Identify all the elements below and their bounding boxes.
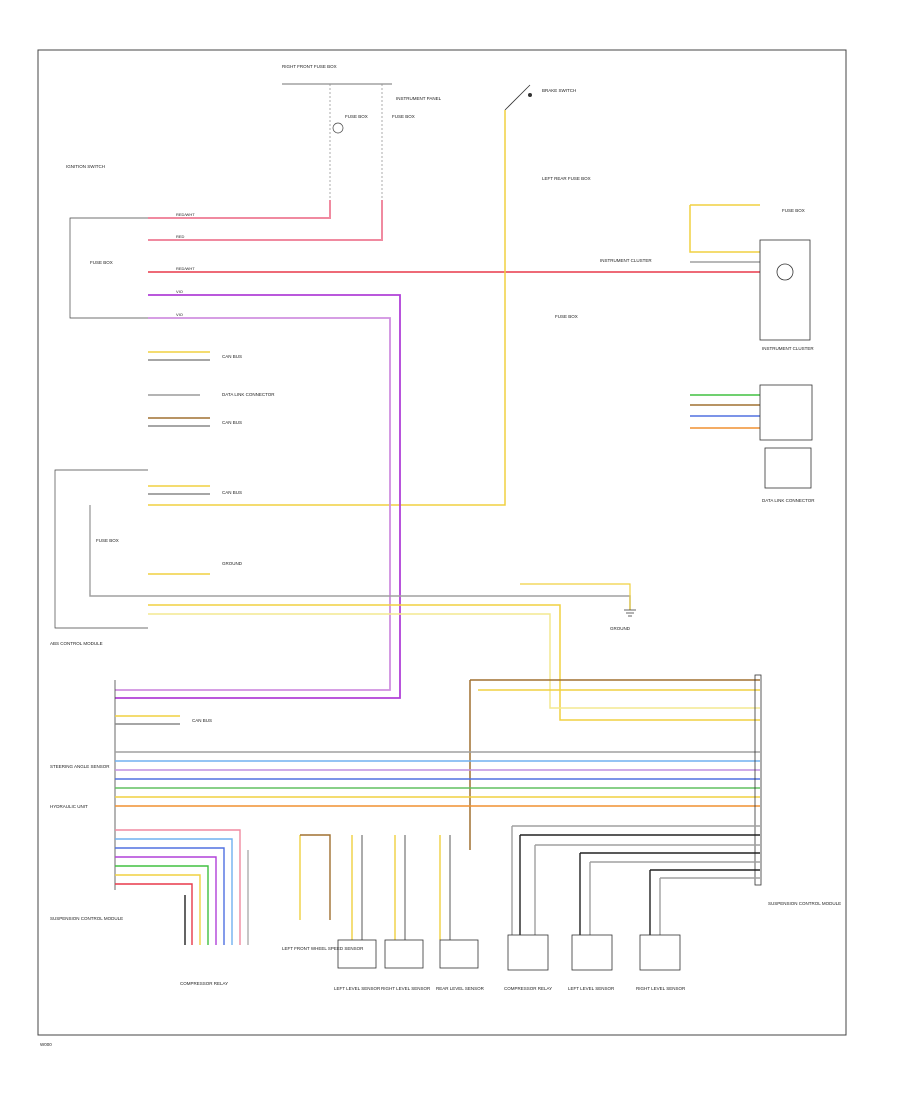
left-front-wss-label: LEFT FRONT WHEEL SPEED SENSOR [282, 946, 364, 951]
footer-code: W000 [40, 1042, 52, 1047]
valve-box-3 [639, 934, 681, 971]
lh-wire-red [115, 883, 193, 895]
cluster-lamp-symbol [776, 263, 794, 281]
mm-can-label: CAN BUS [192, 718, 212, 723]
brake-switch-label: BRAKE SWITCH [542, 88, 576, 93]
suspension-module-label-right: SUSPENSION CONTROL MODULE [768, 901, 841, 906]
rear-level-sensor-label: REAR LEVEL SENSOR [436, 986, 485, 991]
wire-violet-2 [115, 317, 391, 691]
front-fuse-box-label: RIGHT FRONT FUSE BOX [282, 64, 337, 69]
cluster-name: INSTRUMENT CLUSTER [762, 346, 814, 351]
rear-level-sensor-box [439, 939, 479, 969]
wire-yellow-mid-2 [148, 613, 760, 709]
level-sensors-group: LEFT FRONT WHEEL SPEED SENSOR LEFT LEVEL… [282, 834, 485, 991]
vw-gray-4 [659, 877, 760, 935]
main-module-group: ABS CONTROL MODULE CAN BUS STEERING ANGL… [50, 641, 762, 890]
dl-connector [759, 384, 813, 441]
lh-wire-violet [115, 856, 217, 895]
left-rear-fuse-label: LEFT REAR FUSE BOX [542, 176, 591, 181]
fuse-label-text-1: FUSE BOX [345, 114, 368, 119]
lh-wire-lightblue [115, 838, 233, 895]
diagram-frame [37, 49, 847, 1036]
wire-red-2 [148, 200, 383, 241]
cluster-fuse-label: FUSE BOX [782, 208, 805, 213]
cluster-connector [759, 239, 811, 341]
valve-box-1 [507, 934, 549, 971]
vw-gray-2 [534, 844, 760, 935]
data-link-label: DATA LINK CONNECTOR [222, 392, 275, 397]
wire-label-red-1: RED [176, 234, 185, 239]
wire-label-red-wht-1: RED/WHT [176, 212, 195, 217]
valve-label-2: LEFT LEVEL SENSOR [568, 986, 615, 991]
left-level-sensor-label: LEFT LEVEL SENSOR [334, 986, 381, 991]
switch-contact [528, 93, 532, 97]
wire-yellow-ground [520, 583, 631, 610]
valve-group: COMPRESSOR RELAY LEFT LEVEL SENSOR RIGHT… [504, 825, 841, 991]
lh-wire-yellow [115, 874, 201, 895]
can-bus-label-1: CAN BUS [222, 354, 242, 359]
data-link-group: DATA LINK CONNECTOR [690, 384, 815, 503]
right-connector-strip [754, 674, 762, 886]
wire-violet-1 [115, 294, 401, 699]
dl-module [764, 447, 812, 489]
ground-symbol [624, 609, 636, 617]
valve-label-1: COMPRESSOR RELAY [504, 986, 552, 991]
vw-gray-3 [589, 861, 760, 935]
instrument-panel-label: INSTRUMENT PANEL [396, 96, 442, 101]
right-level-sensor-box [384, 939, 424, 969]
compressor-relay-label: COMPRESSOR RELAY [180, 981, 228, 986]
top-switch-group: BRAKE SWITCH LEFT REAR FUSE BOX [504, 84, 591, 181]
wire-label-vio-2: VIO [176, 312, 183, 317]
abs-module-label: ABS CONTROL MODULE [50, 641, 103, 646]
can-bus-label-2: CAN BUS [222, 420, 242, 425]
wire-gray-mid [89, 590, 631, 610]
top-fuse-box-group: RIGHT FRONT FUSE BOX FUSE BOX FUSE BOX I… [282, 64, 442, 200]
wire-red-1 [148, 200, 331, 219]
wire-yellow-switch [148, 110, 506, 506]
vw-black-3 [649, 869, 760, 935]
vw-black-1 [519, 834, 760, 935]
valve-label-3: RIGHT LEVEL SENSOR [636, 986, 686, 991]
left-level-sensor-box [337, 939, 377, 969]
cluster-wire-yellow [689, 205, 760, 253]
note-label: FUSE BOX [555, 314, 578, 319]
ground-label-right: GROUND [610, 626, 631, 631]
instrument-cluster-note: INSTRUMENT CLUSTER [600, 258, 652, 263]
lh-wire-pink [115, 829, 241, 895]
short-connector-group: CAN BUS DATA LINK CONNECTOR CAN BUS [148, 351, 275, 427]
hydraulic-unit-label: HYDRAULIC UNIT [50, 804, 88, 809]
fuse-label-text-2: FUSE BOX [392, 114, 415, 119]
fuse-side-label: FUSE BOX [90, 260, 113, 265]
right-level-sensor-label: RIGHT LEVEL SENSOR [381, 986, 431, 991]
wire-label-vio-1: VIO [176, 289, 183, 294]
vw-black-2 [579, 852, 760, 935]
lh-wire-green [115, 865, 209, 895]
um-can-label: CAN BUS [222, 490, 242, 495]
valve-box-2 [571, 934, 613, 971]
upper-module-group: CAN BUS FUSE BOX [54, 469, 242, 629]
lh-wire-blue [115, 847, 225, 895]
lh-vertical-bundle [191, 895, 241, 945]
wire-label-red-long: RED/WHT [176, 266, 195, 271]
suspension-control-label-left: SUSPENSION CONTROL MODULE [50, 916, 123, 921]
lower-harness-group: COMPRESSOR RELAY SUSPENSION CONTROL MODU… [50, 829, 249, 986]
dl-label: DATA LINK CONNECTOR [762, 498, 815, 503]
switch-blade [504, 84, 531, 111]
steering-sensor-label: STEERING ANGLE SENSOR [50, 764, 110, 769]
upper-module-bracket [54, 469, 148, 629]
left-bracket [69, 217, 148, 319]
wire-yellow-mid-1 [148, 604, 760, 721]
ls-wire-1b [300, 834, 331, 920]
left-top-label: IGNITION SWITCH [66, 164, 105, 169]
fuse-symbol-1 [332, 122, 344, 134]
instrument-cluster-group: FUSE BOX INSTRUMENT CLUSTER [689, 204, 814, 351]
um-fuse-label: FUSE BOX [96, 538, 119, 543]
ground-label-top: GROUND [222, 561, 243, 566]
